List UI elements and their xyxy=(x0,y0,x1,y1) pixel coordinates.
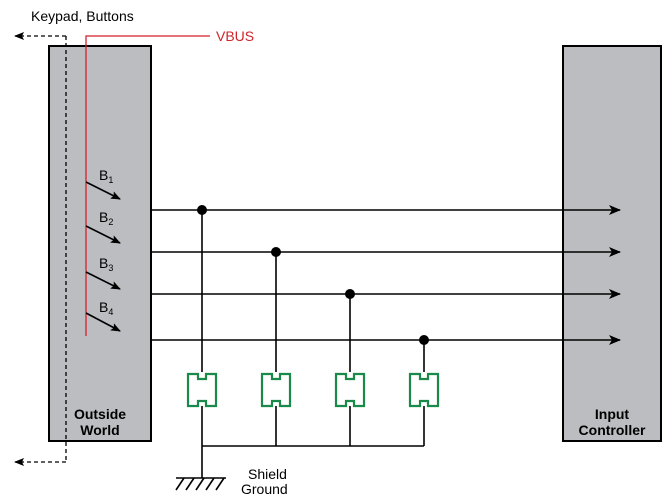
tvs-device-4 xyxy=(408,372,440,408)
ground-symbol-icon xyxy=(175,446,226,491)
tvs-device-3 xyxy=(334,372,366,408)
keypad-buttons-label: Keypad, Buttons xyxy=(31,8,134,24)
tvs-device-2 xyxy=(260,372,292,408)
tvs-device-1 xyxy=(186,372,218,408)
input-controller-box xyxy=(562,45,662,442)
button-switch-b1: B1 xyxy=(85,167,121,200)
button-switch-b3: B3 xyxy=(85,255,121,290)
shield-ground-label-line2: Ground xyxy=(241,481,288,497)
vbus-label: VBUS xyxy=(216,28,254,44)
button-label-b2: B2 xyxy=(99,209,113,227)
button-switch-b4: B4 xyxy=(85,299,121,332)
outside-world-label-line2: World xyxy=(80,422,119,438)
shield-ground-label-line1: Shield xyxy=(248,466,287,482)
input-controller-label-line1: Input xyxy=(595,406,630,422)
outside-world-box xyxy=(48,45,152,442)
vbus-line xyxy=(85,35,210,336)
button-label-b1: B1 xyxy=(99,167,113,185)
outside-world-label-line1: Outside xyxy=(74,406,126,422)
button-label-b4: B4 xyxy=(99,299,113,317)
input-controller-label-line2: Controller xyxy=(579,422,646,438)
button-label-b3: B3 xyxy=(99,255,113,273)
button-switch-b2: B2 xyxy=(85,209,121,244)
